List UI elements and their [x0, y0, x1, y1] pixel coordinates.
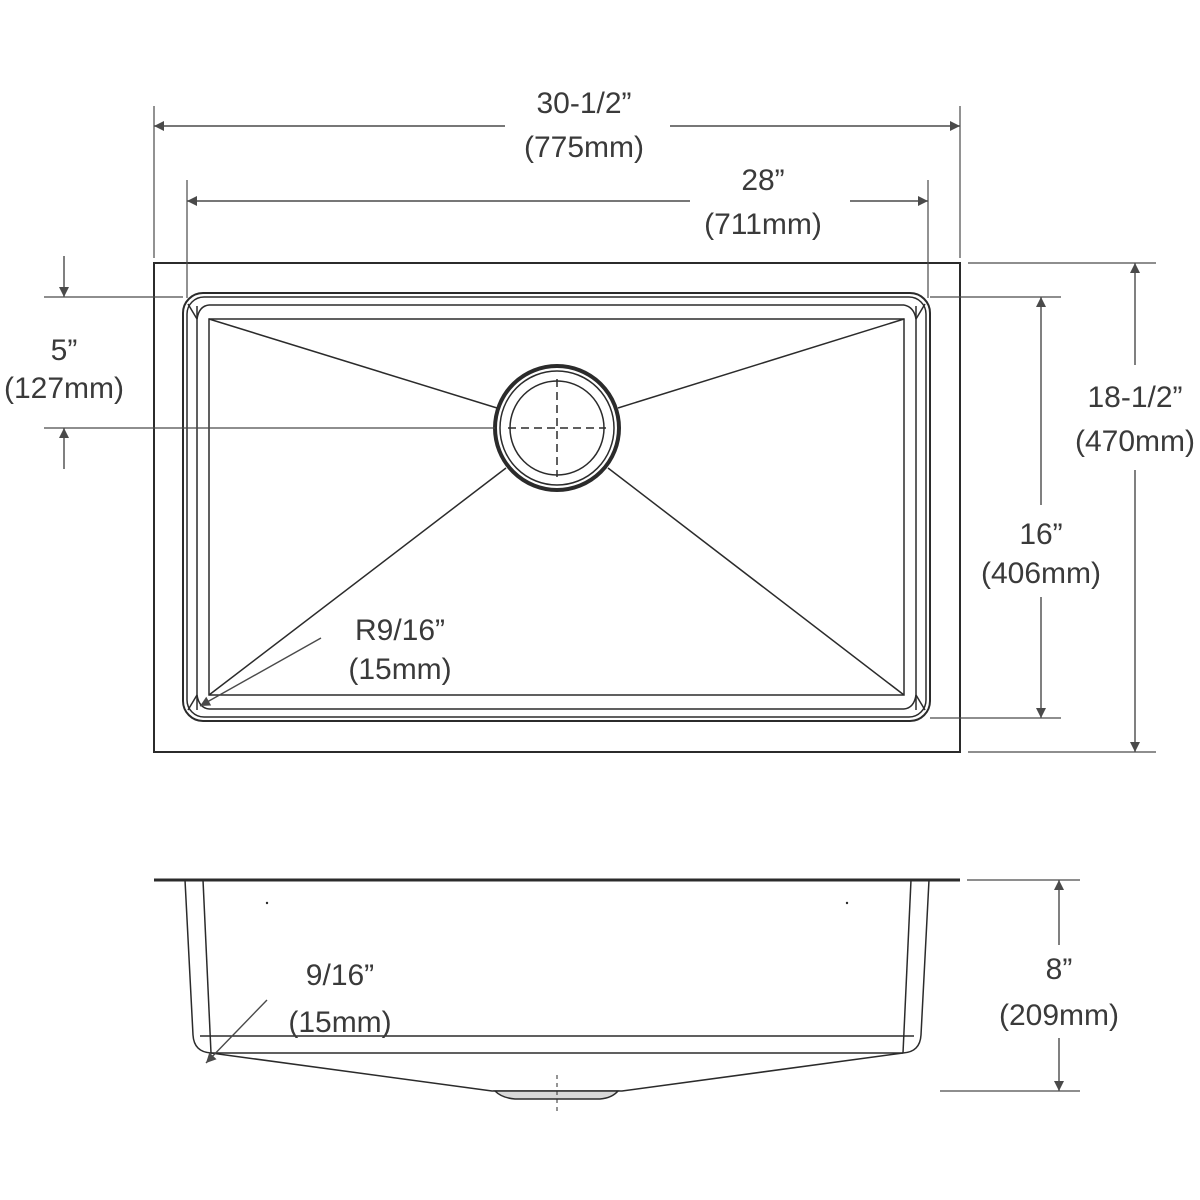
bottom-radius-callout: 9/16” (15mm)	[205, 959, 392, 1064]
overall-width-imperial: 30-1/2”	[536, 87, 631, 120]
top-view	[44, 262, 961, 753]
side-view	[154, 878, 960, 1111]
drain-offset-dimension: 5” (127mm)	[4, 256, 183, 469]
drain-offset-imperial: 5”	[51, 334, 78, 367]
bowl-rim-outer	[182, 292, 931, 722]
corner-radius-metric: (15mm)	[348, 653, 451, 686]
bowl-height-imperial: 8”	[1046, 953, 1073, 986]
bottom-radius-imperial: 9/16”	[306, 959, 374, 992]
flange-outline	[153, 262, 961, 753]
corner-radius-callout: R9/16” (15mm)	[199, 614, 452, 707]
bowl-depth-metric: (406mm)	[981, 557, 1101, 590]
bowl-rim-inner	[186, 296, 927, 718]
drain-icon	[493, 364, 621, 492]
overall-width-dimension: 30-1/2” (775mm)	[153, 87, 961, 258]
overall-depth-imperial: 18-1/2”	[1087, 381, 1182, 414]
bowl-depth-dimension: 16” (406mm)	[930, 296, 1101, 719]
bottom-radius-metric: (15mm)	[288, 1006, 391, 1039]
bowl-width-metric: (711mm)	[704, 208, 822, 241]
drain-offset-metric: (127mm)	[4, 372, 124, 405]
bowl-floor	[208, 318, 905, 696]
bowl-width-dimension: 28” (711mm)	[186, 164, 929, 298]
bowl-depth-imperial: 16”	[1019, 518, 1062, 551]
bowl-width-imperial: 28”	[741, 164, 784, 197]
bowl-height-dimension: 8” (209mm)	[940, 879, 1119, 1092]
overall-depth-dimension: 18-1/2” (470mm)	[968, 262, 1195, 753]
corner-radius-imperial: R9/16”	[355, 614, 445, 647]
overall-depth-metric: (470mm)	[1075, 425, 1195, 458]
overall-width-metric: (775mm)	[524, 131, 644, 164]
bowl-height-metric: (209mm)	[999, 999, 1119, 1032]
